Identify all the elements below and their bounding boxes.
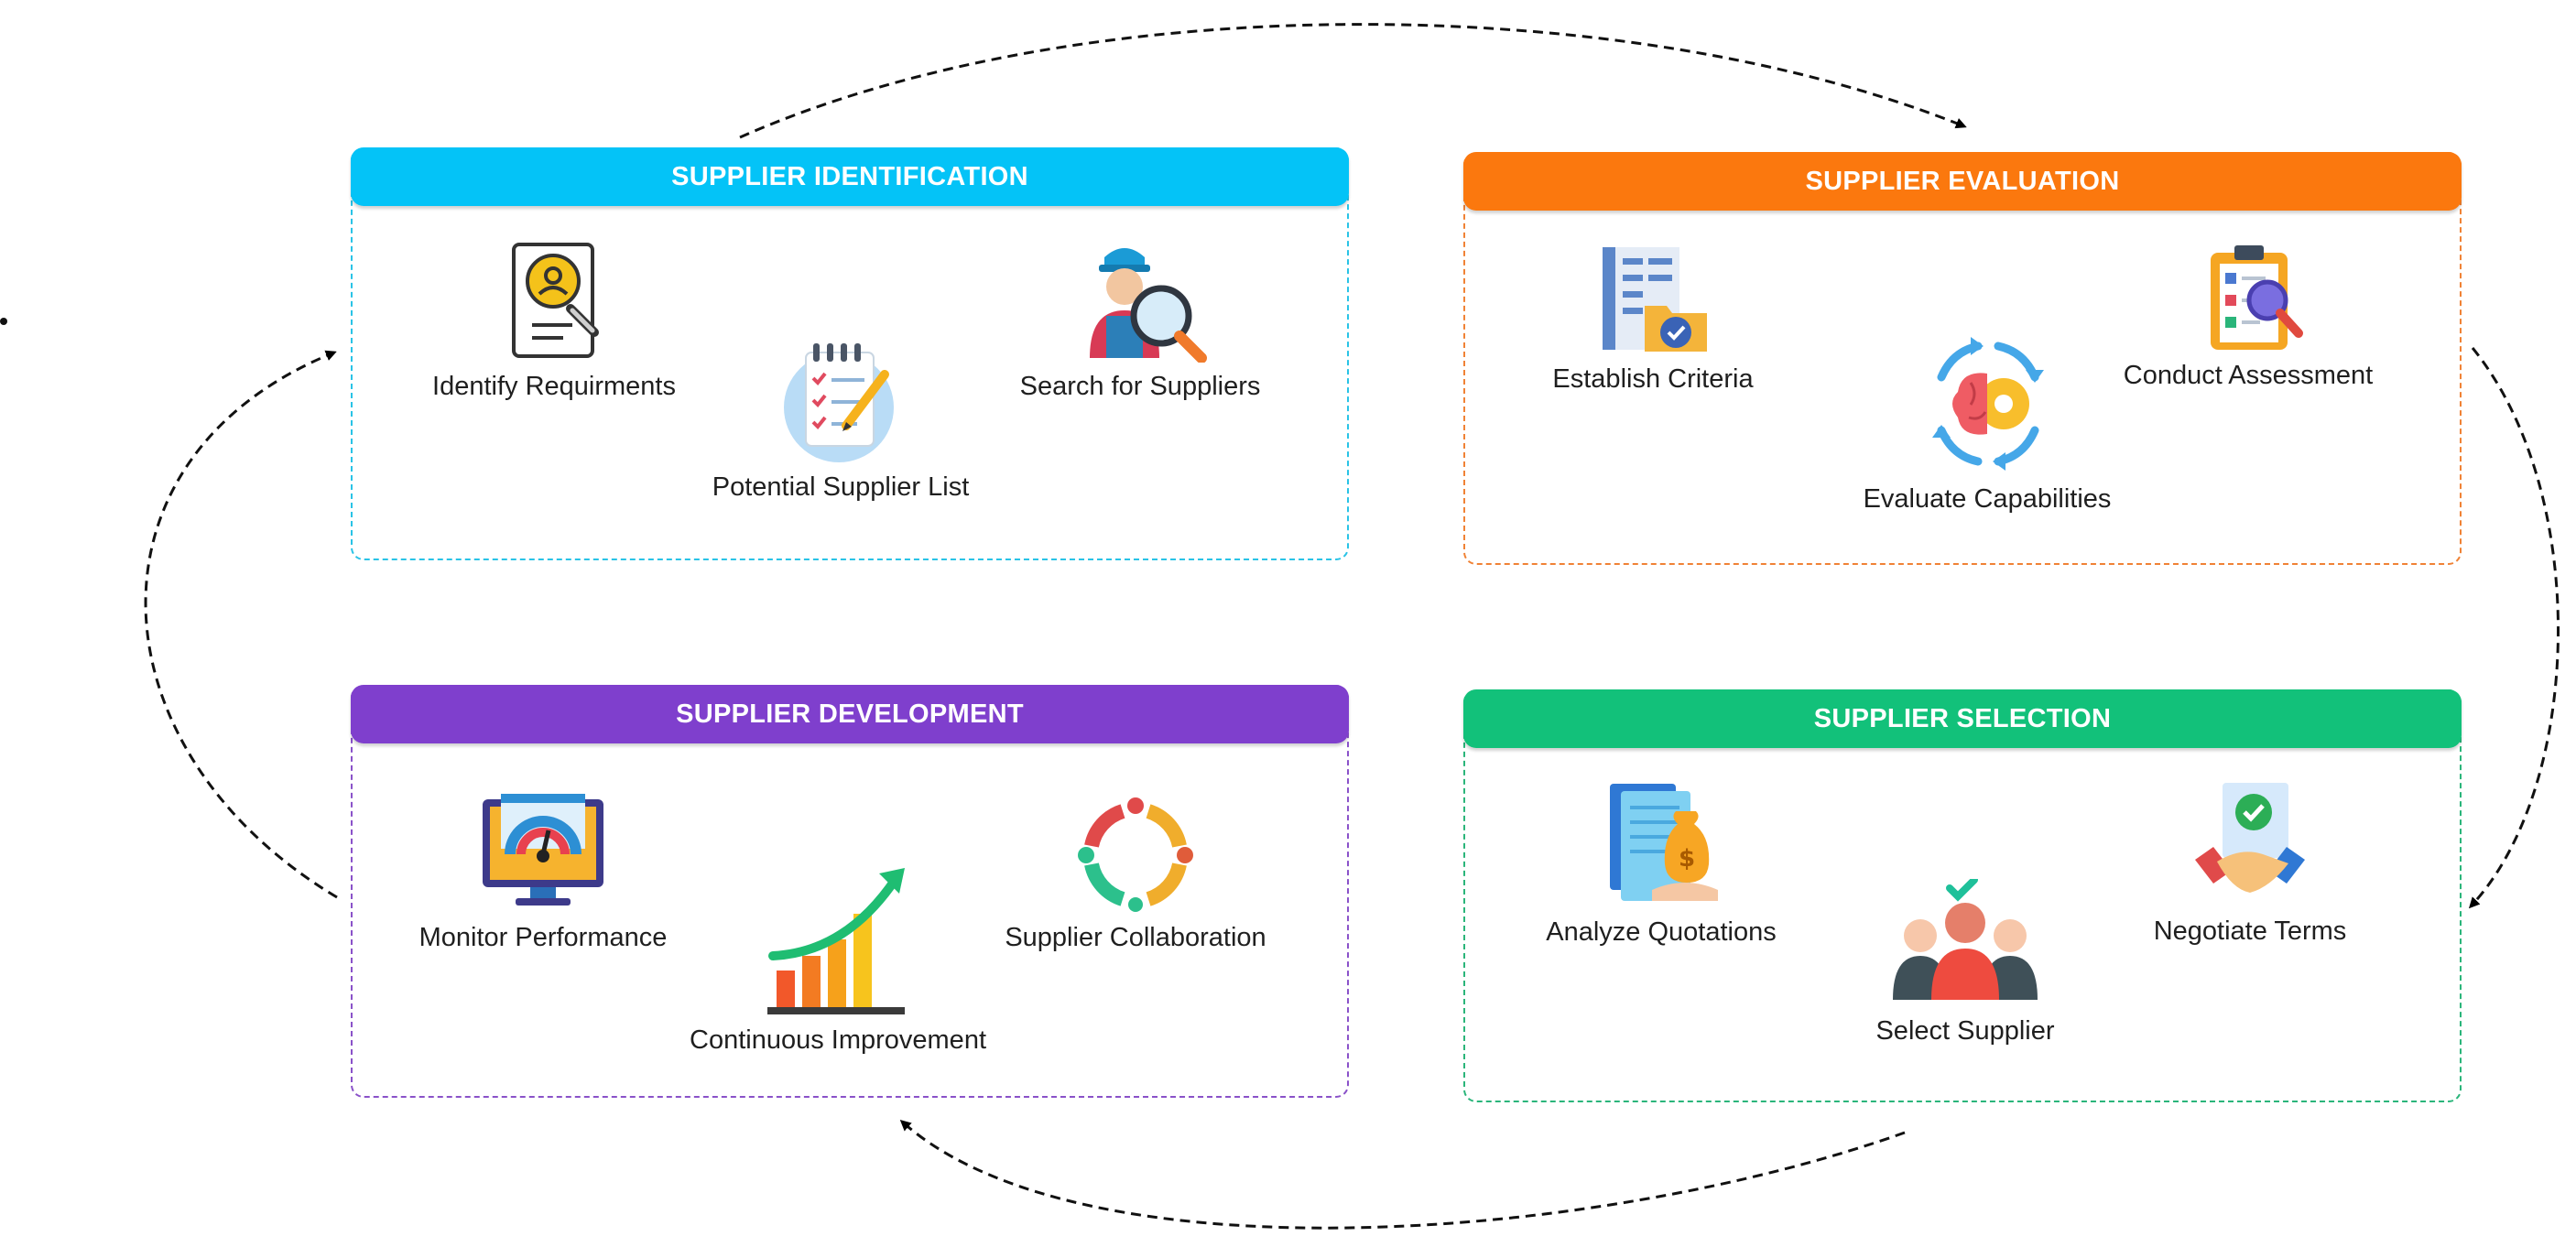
item-search-for-suppliers: Search for Suppliers (994, 239, 1287, 402)
panel-header-evaluation: SUPPLIER EVALUATION (1463, 152, 2462, 211)
item-label: Supplier Collaboration (1005, 923, 1266, 952)
item-select-supplier: Select Supplier (1819, 879, 2112, 1047)
clipboard-search-icon (2211, 245, 2303, 350)
item-label: Conduct Assessment (2123, 361, 2374, 390)
item-potential-supplier-list: Potential Supplier List (694, 340, 987, 503)
panel-header-development: SUPPLIER DEVELOPMENT (351, 685, 1349, 743)
item-label: Identify Requirments (432, 372, 676, 401)
arrow-identification-to-evaluation (739, 23, 1967, 139)
item-label: Negotiate Terms (2153, 916, 2347, 946)
selected-person-group-icon (1893, 879, 2038, 1000)
item-label: Potential Supplier List (712, 472, 970, 502)
item-label: Analyze Quotations (1546, 917, 1777, 947)
item-label: Search for Suppliers (1019, 372, 1261, 401)
handshake-agreement-icon (2195, 783, 2305, 893)
id-document-search-icon (512, 243, 599, 358)
quotation-money-icon: $ (1610, 784, 1718, 901)
svg-text:$: $ (1679, 845, 1695, 873)
panel-supplier-development: SUPPLIER DEVELOPMENT Monitor Performance… (351, 685, 1349, 1098)
panel-supplier-evaluation: SUPPLIER EVALUATION Establish Criteria E… (1463, 152, 2462, 565)
item-label: Establish Criteria (1552, 364, 1754, 394)
panel-header-selection: SUPPLIER SELECTION (1463, 689, 2462, 748)
item-label: Select Supplier (1875, 1016, 2055, 1046)
panel-header-identification: SUPPLIER IDENTIFICATION (351, 147, 1349, 206)
item-monitor-performance: Monitor Performance (397, 790, 690, 953)
growth-bar-chart-icon (767, 868, 905, 1014)
team-collaboration-icon (1078, 797, 1193, 912)
brain-gear-cycle-icon (1932, 337, 2044, 471)
arrow-development-to-identification (144, 350, 338, 899)
arrow-evaluation-to-selection (2468, 347, 2560, 909)
item-label: Continuous Improvement (690, 1025, 986, 1055)
item-analyze-quotations: $ Analyze Quotations (1515, 780, 1808, 948)
item-identify-requirements: Identify Requirments (408, 239, 701, 402)
stray-dot (0, 318, 7, 325)
item-label: Evaluate Capabilities (1863, 484, 2112, 514)
worker-magnifier-icon (1090, 248, 1207, 363)
item-negotiate-terms: Negotiate Terms (2103, 779, 2397, 947)
item-establish-criteria: Establish Criteria (1506, 245, 1799, 395)
item-conduct-assessment: Conduct Assessment (2102, 242, 2395, 391)
panel-supplier-selection: SUPPLIER SELECTION $ Analyze Quotations … (1463, 689, 2462, 1102)
monitor-gauge-icon (483, 794, 603, 906)
checklist-notepad-icon (784, 343, 894, 462)
panel-supplier-identification: SUPPLIER IDENTIFICATION Identify Requirm… (351, 147, 1349, 560)
document-folder-check-icon (1603, 247, 1707, 352)
item-continuous-improvement: Continuous Improvement (690, 861, 986, 1056)
item-evaluate-capabilities: Evaluate Capabilities (1841, 333, 2134, 515)
item-supplier-collaboration: Supplier Collaboration (989, 795, 1282, 953)
item-label: Monitor Performance (418, 923, 668, 952)
arrow-selection-to-development (899, 1119, 1906, 1230)
